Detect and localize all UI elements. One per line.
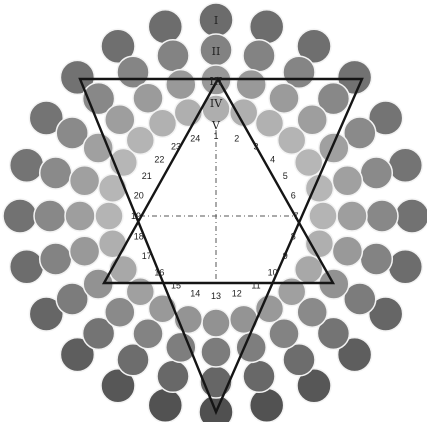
hue-number: 5 — [283, 171, 288, 181]
color-circle — [148, 10, 182, 44]
color-circle — [269, 319, 299, 349]
hue-number: 9 — [283, 251, 288, 261]
hue-number: 21 — [142, 171, 152, 181]
color-circle — [10, 250, 44, 284]
hue-number: 3 — [253, 142, 258, 152]
color-circle — [395, 199, 427, 233]
color-circle — [40, 157, 72, 189]
hue-number: 16 — [154, 268, 164, 278]
color-circle — [40, 243, 72, 275]
hue-number: 4 — [270, 154, 275, 164]
color-circle — [3, 199, 37, 233]
hue-number: 6 — [291, 190, 296, 200]
color-circle — [70, 166, 100, 196]
hue-number: 14 — [190, 288, 200, 298]
color-circle — [243, 40, 275, 72]
color-circle — [133, 319, 163, 349]
color-circle — [166, 70, 196, 100]
color-circle — [202, 309, 230, 337]
color-circle — [109, 256, 137, 284]
color-circle — [309, 202, 337, 230]
hue-number: 13 — [211, 291, 221, 301]
color-circle — [332, 236, 362, 266]
color-circle — [34, 200, 66, 232]
hue-number: 10 — [268, 268, 278, 278]
color-circle — [388, 250, 422, 284]
color-circle — [269, 83, 299, 113]
color-circle — [243, 360, 275, 392]
ring-label-1: I — [214, 14, 218, 27]
color-circle — [99, 174, 127, 202]
color-circle — [332, 166, 362, 196]
hue-number: 19 — [131, 211, 141, 221]
hue-number: 18 — [134, 232, 144, 242]
color-circle — [65, 201, 95, 231]
color-circle — [95, 202, 123, 230]
color-circle — [250, 388, 284, 422]
hue-number: 15 — [171, 280, 181, 290]
color-circle — [166, 332, 196, 362]
color-circle — [201, 337, 231, 367]
ring-label-3: III — [209, 75, 222, 88]
color-circle — [319, 133, 349, 163]
hue-number: 2 — [234, 134, 239, 144]
hue-number: 23 — [171, 142, 181, 152]
color-circle — [388, 148, 422, 182]
hue-number: 22 — [154, 154, 164, 164]
color-circles — [3, 3, 427, 422]
color-circle — [149, 109, 177, 137]
color-circle — [148, 388, 182, 422]
color-circle — [360, 243, 392, 275]
color-circle — [295, 149, 323, 177]
color-circle — [256, 295, 284, 323]
color-circle — [157, 360, 189, 392]
hue-number: 7 — [293, 211, 298, 221]
hue-number: 20 — [134, 190, 144, 200]
color-circle — [10, 148, 44, 182]
hue-number: 8 — [291, 232, 296, 242]
color-circle — [70, 236, 100, 266]
hue-number: 12 — [232, 288, 242, 298]
color-circle — [360, 157, 392, 189]
color-circle — [133, 83, 163, 113]
ring-label-2: II — [212, 45, 221, 58]
color-circle — [157, 40, 189, 72]
hue-number: 17 — [142, 251, 152, 261]
color-circle — [236, 70, 266, 100]
hue-number: 24 — [190, 134, 200, 144]
hue-number: 1 — [213, 131, 218, 141]
hue-number: 11 — [251, 280, 260, 290]
color-circle — [366, 200, 398, 232]
ring-label-4: IV — [210, 97, 223, 110]
color-circle — [337, 201, 367, 231]
color-circle — [250, 10, 284, 44]
axis-lines — [140, 130, 296, 282]
color-circle — [199, 395, 233, 422]
color-circle — [99, 230, 127, 258]
